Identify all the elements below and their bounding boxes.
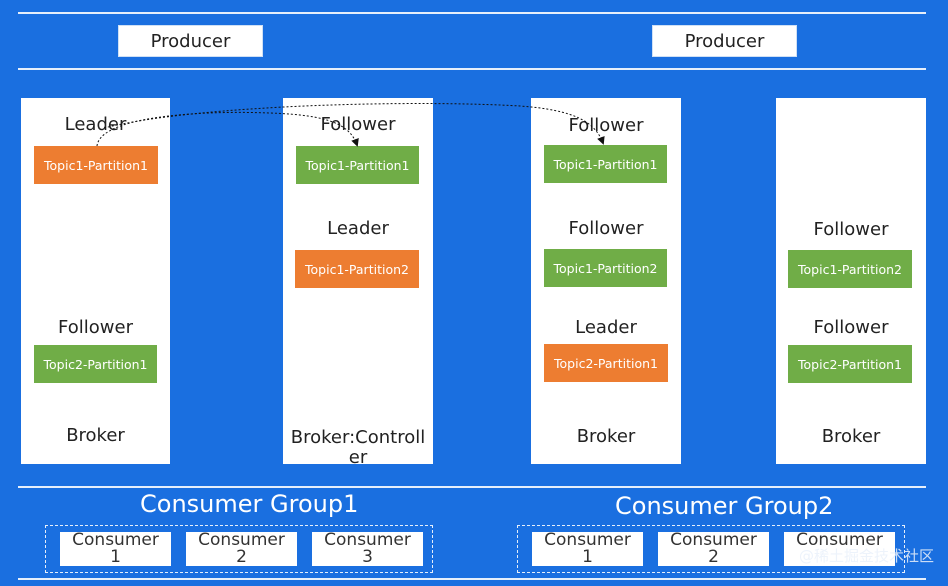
role-label: Follower (320, 114, 396, 135)
replication-arrow-to-broker-3 (103, 103, 605, 145)
role-label: Follower (58, 317, 133, 338)
broker-label: Broker:Controll er (283, 428, 433, 468)
role-label: Leader (64, 114, 127, 135)
consumer-group-1: Consumer 1 Consumer 2 Consumer 3 (45, 525, 433, 573)
consumer-name: Consumer (796, 532, 883, 550)
role-label: Follower (568, 115, 644, 136)
role-label: Follower (813, 219, 889, 240)
consumer-name: Consumer (324, 532, 411, 550)
producer-divider (18, 68, 926, 70)
consumer-number: 1 (582, 547, 593, 566)
producer-box-2: Producer (652, 25, 797, 57)
consumer-box: Consumer 2 (658, 532, 769, 566)
consumer-box: Consumer 1 (532, 532, 643, 566)
producer-box-1: Producer (118, 25, 263, 57)
consumer-box: Consumer 2 (186, 532, 297, 566)
partition-follower: Topic1-Partition2 (544, 249, 667, 287)
broker-2: Follower Topic1-Partition1 Leader Topic1… (283, 98, 433, 468)
broker-1: Leader Topic1-Partition1 Follower Topic2… (21, 98, 170, 464)
consumer-number: 2 (236, 547, 247, 566)
consumer-divider-bottom (18, 578, 926, 580)
partition-leader: Topic2-Partition1 (544, 344, 668, 382)
broker-label: Broker (821, 426, 881, 447)
broker-label: Broker (66, 425, 125, 446)
consumer-name: Consumer (544, 532, 631, 550)
role-label: Follower (813, 317, 889, 338)
role-label: Leader (575, 317, 637, 338)
broker-label-line1: Broker:Controll (290, 427, 426, 448)
partition-follower: Topic2-Partition1 (788, 345, 912, 383)
broker-label-line2: er (348, 447, 368, 468)
consumer-number: 1 (110, 547, 121, 566)
watermark-text: @稀土掘金技术社区 (798, 547, 934, 565)
consumer-name: Consumer (72, 532, 159, 550)
consumer-group-2: Consumer 1 Consumer 2 Consumer (517, 525, 905, 573)
consumer-name: Consumer (670, 532, 757, 550)
partition-follower: Topic1-Partition2 (788, 250, 912, 288)
broker-3: Follower Topic1-Partition1 Follower Topi… (531, 98, 681, 464)
broker-label: Broker (576, 426, 636, 447)
consumer-box: Consumer (784, 532, 895, 566)
consumer-number: 2 (708, 547, 719, 566)
replication-arrow-to-broker-2 (96, 111, 359, 147)
partition-follower: Topic1-Partition1 (296, 146, 419, 184)
consumer-box: Consumer 3 (312, 532, 423, 566)
partition-leader: Topic1-Partition1 (34, 146, 158, 184)
role-label: Follower (568, 218, 644, 239)
role-label: Leader (327, 218, 389, 239)
consumer-group-title: Consumer Group2 (615, 492, 834, 520)
partition-leader: Topic1-Partition2 (295, 250, 419, 288)
broker-4: Follower Topic1-Partition2 Follower Topi… (776, 98, 926, 464)
consumer-box: Consumer 1 (60, 532, 171, 566)
partition-follower: Topic1-Partition1 (544, 145, 667, 183)
consumer-number: 3 (362, 547, 373, 566)
top-divider (18, 12, 926, 14)
consumer-group-title: Consumer Group1 (140, 490, 359, 518)
consumer-name: Consumer (198, 532, 285, 550)
consumer-divider-top (18, 486, 926, 488)
partition-follower: Topic2-Partition1 (34, 345, 157, 383)
